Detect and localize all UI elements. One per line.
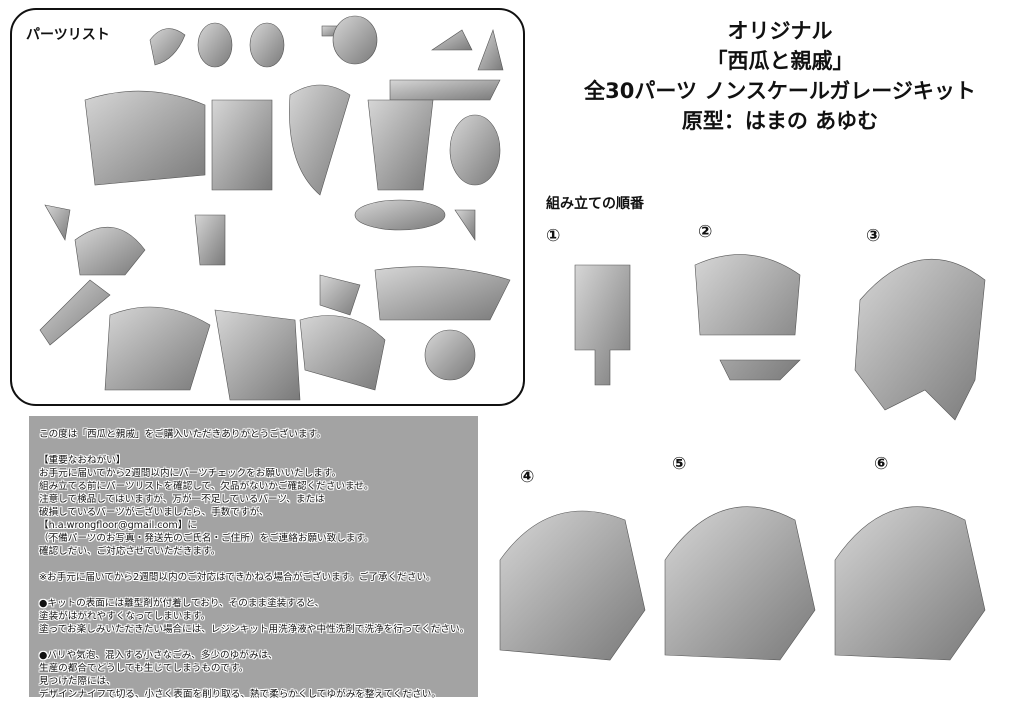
step-2-figure bbox=[694, 254, 801, 381]
notice-line: 【重要なおねがい】 bbox=[39, 455, 126, 466]
assembly-order-heading: 組み立ての順番 bbox=[546, 196, 644, 212]
step-number-5: ⑤ bbox=[672, 454, 687, 474]
part-watermelon-slice bbox=[449, 114, 501, 186]
notice-line: ●キットの表面には離型剤が付着しており、そのまま塗装すると、 bbox=[39, 598, 325, 609]
step-number-6: ⑥ bbox=[874, 454, 889, 474]
step-number-3: ③ bbox=[866, 226, 881, 246]
part-torso-shirt bbox=[84, 90, 206, 186]
notice-line: 生産の都合でどうしても生じてしまうものです。 bbox=[39, 663, 249, 674]
notice-line bbox=[39, 558, 469, 571]
notice-line: お手元に届いてから2週間以内にパーツチェックをお願いいたします。 bbox=[39, 468, 342, 479]
part-head-2 bbox=[249, 22, 285, 68]
notice-line bbox=[39, 584, 469, 597]
part-head-1 bbox=[197, 22, 233, 68]
notice-line: 組み立てる前にパーツリストを確認して、欠品がないかご確認くださいませ。 bbox=[39, 481, 374, 492]
notice-panel: この度は「西瓜と親戚」をご購入いただきありがとうございます。 【重要なおねがい】… bbox=[29, 416, 478, 700]
step-number-4: ④ bbox=[520, 467, 535, 487]
notice-line: 破損しているパーツがございましたら、手数ですが、 bbox=[39, 507, 269, 518]
notice-text: この度は「西瓜と親戚」をご購入いただきありがとうございます。 【重要なおねがい】… bbox=[39, 428, 469, 701]
title-line-parts: 全30パーツ ノンスケールガレージキット bbox=[584, 79, 976, 103]
part-leg-sleeve bbox=[374, 266, 511, 321]
title-line-original: オリジナル bbox=[727, 19, 833, 43]
notice-line: ※お手元に届いてから2週間以内のご対応はできかねる場合がございます。ご了承くださ… bbox=[39, 572, 436, 583]
notice-line: 注意して検品してはいますが、万が一不足しているパーツ、または bbox=[39, 494, 325, 505]
notice-line: ●バリや気泡、混入する小さなごみ、多少のゆがみは、 bbox=[39, 650, 278, 661]
parts-list-panel bbox=[10, 8, 525, 406]
part-foot bbox=[424, 329, 476, 381]
part-base bbox=[389, 79, 501, 101]
step-number-2: ② bbox=[698, 222, 713, 242]
part-hair bbox=[149, 28, 186, 66]
part-watermelon-1 bbox=[431, 29, 473, 51]
part-knot bbox=[454, 209, 476, 241]
notice-line: 塗装がはがれやすくなってしまいます。 bbox=[39, 611, 211, 622]
notice-line: 見つけた際には、 bbox=[39, 676, 116, 687]
notice-line: デザインナイフで切る、小さく表面を削り取る、熱で柔らかくしてゆがみを整えてくださ… bbox=[39, 689, 441, 700]
part-watermelon-2 bbox=[477, 28, 504, 71]
title-line-sculptor: 原型：はまの あゆむ bbox=[681, 109, 879, 133]
step-number-1: ① bbox=[546, 226, 561, 246]
part-pants-2 bbox=[214, 309, 301, 401]
step-1-figure bbox=[574, 264, 631, 386]
step-4-figure bbox=[499, 510, 646, 661]
notice-line: （不備パーツのお写真・発送先のご氏名・ご住所）をご連絡お願い致します。 bbox=[39, 533, 374, 544]
part-torso bbox=[211, 99, 273, 191]
parts-list-label: パーツリスト bbox=[26, 27, 110, 43]
part-apron bbox=[367, 99, 434, 191]
notice-line: 確認しだい、ご対応させていただきます。 bbox=[39, 546, 221, 557]
notice-line: この度は「西瓜と親戚」をご購入いただきありがとうございます。 bbox=[39, 429, 326, 440]
notice-line: 【h.a.wrongfloor@gmail.com】に bbox=[39, 520, 197, 531]
part-leg bbox=[299, 315, 386, 391]
part-cap bbox=[332, 15, 378, 65]
part-sleeve bbox=[44, 204, 71, 241]
notice-line: 塗ってお楽しみいただきたい場合には、レジンキット用洗浄液や中性洗剤で洗浄を行って… bbox=[39, 624, 470, 635]
title-line-name: 「西瓜と親戚」 bbox=[706, 49, 854, 73]
part-arm-upper bbox=[74, 226, 146, 276]
part-pants-1 bbox=[104, 306, 211, 391]
step-6-figure bbox=[834, 506, 986, 661]
notice-line bbox=[39, 441, 469, 454]
notice-line bbox=[39, 636, 469, 649]
part-strap bbox=[289, 84, 351, 196]
part-arm-left bbox=[39, 279, 111, 346]
part-forearm bbox=[194, 214, 226, 266]
step-5-figure bbox=[664, 506, 816, 661]
part-belt bbox=[354, 199, 446, 231]
step-3-figure bbox=[854, 258, 986, 421]
part-hand bbox=[319, 274, 361, 316]
